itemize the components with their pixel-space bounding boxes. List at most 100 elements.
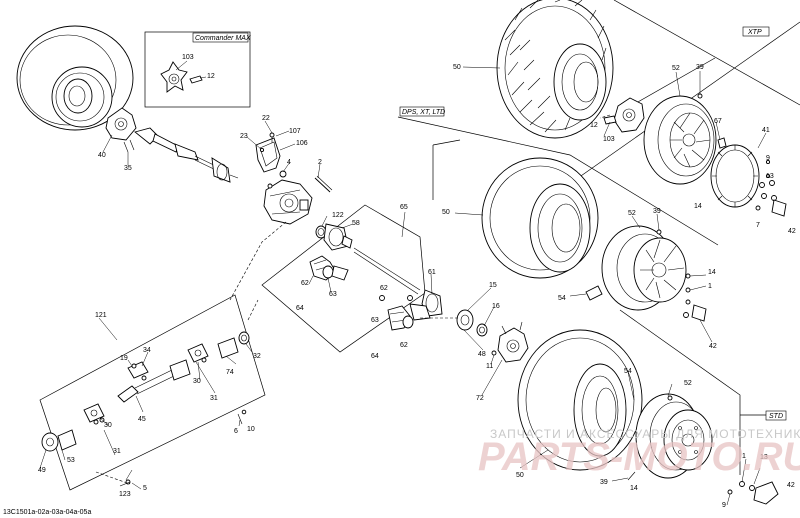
callout-63b: 63: [371, 317, 379, 324]
callout-14c: 14: [630, 485, 638, 492]
tire-std: [517, 329, 643, 471]
callout-labels: 103 12 40 35 23 22 107 106 4 2 65 122 58…: [38, 54, 796, 509]
callout-54a: 54: [558, 295, 566, 302]
rim-dps-52: [585, 225, 707, 322]
callout-12: 12: [207, 73, 215, 80]
drive-shaft-box: [39, 294, 266, 491]
callout-39a: 39: [696, 64, 704, 71]
dps-box-label: DPS, XT, LTD: [402, 109, 445, 116]
callout-30b: 30: [193, 378, 201, 385]
callout-121: 121: [95, 312, 107, 319]
callout-32: 32: [253, 353, 261, 360]
callout-50b: 50: [442, 209, 450, 216]
callout-52a: 52: [672, 65, 680, 72]
callout-53: 53: [67, 457, 75, 464]
callout-15: 15: [489, 282, 497, 289]
callout-54b: 54: [624, 368, 632, 375]
reference-code: 13C1501a-02a-03a-04a-05a: [3, 509, 91, 516]
callout-62b: 62: [380, 285, 388, 292]
tire-xtp: [496, 0, 614, 139]
callout-13b: 13: [760, 454, 768, 461]
callout-19: 19: [120, 355, 128, 362]
callout-42a: 42: [788, 228, 796, 235]
callout-52b: 52: [628, 210, 636, 217]
dashed-links: [95, 114, 611, 485]
callout-62c: 62: [400, 342, 408, 349]
bolt-2: [314, 175, 333, 193]
callout-31a: 31: [210, 395, 218, 402]
callout-50a: 50: [453, 64, 461, 71]
callout-64b: 64: [371, 353, 379, 360]
std-group-frame: STD: [619, 309, 787, 475]
callout-1b: 1: [742, 453, 746, 460]
callout-34: 34: [143, 347, 151, 354]
callout-1: 1: [708, 283, 712, 290]
bearings-15-16: [456, 309, 497, 356]
leader-lines: [39, 60, 767, 506]
std-box-label: STD: [769, 413, 783, 420]
callout-6: 6: [234, 428, 238, 435]
bracket-106: [255, 132, 281, 173]
callout-30a: 30: [104, 422, 112, 429]
callout-62: 62: [301, 280, 309, 287]
differential-4: [263, 170, 313, 225]
callout-23: 23: [240, 133, 248, 140]
commander-max-label: Commander MAX: [195, 35, 251, 42]
callout-13a: 13: [766, 173, 774, 180]
callout-11: 11: [486, 363, 493, 370]
dps-group-frame: DPS, XT, LTD: [397, 106, 719, 246]
callout-39b: 39: [653, 208, 661, 215]
callout-2: 2: [318, 159, 322, 166]
xtp-box-label: XTP: [747, 29, 762, 36]
callout-50c: 50: [516, 472, 524, 479]
commander-max-box: Commander MAX: [144, 31, 251, 108]
callout-72: 72: [476, 395, 484, 402]
callout-63: 63: [329, 291, 337, 298]
callout-4: 4: [287, 159, 291, 166]
callout-31b: 31: [113, 448, 121, 455]
callout-103b: 103: [603, 136, 615, 143]
beadlock-ring-41: [710, 144, 777, 208]
callout-22: 22: [262, 115, 270, 122]
callout-7: 7: [756, 222, 760, 229]
callout-39c: 39: [600, 479, 608, 486]
callout-49: 49: [38, 467, 46, 474]
tire-top-left: [16, 25, 134, 131]
callout-58: 58: [352, 220, 360, 227]
callout-40: 40: [98, 152, 106, 159]
axle-box: [261, 204, 426, 353]
callout-14a: 14: [694, 203, 702, 210]
callout-5: 5: [143, 485, 147, 492]
callout-67: 67: [714, 118, 722, 125]
hub-103-xtp: [603, 97, 645, 133]
callout-52c: 52: [684, 380, 692, 387]
callout-107: 107: [289, 128, 301, 135]
watermark-line1: ЗАПЧАСТИ И АКСЕССУАРЫ ДЛЯ МОТОТЕХНИКИ: [490, 427, 800, 441]
axle-components: [309, 223, 443, 331]
callout-74: 74: [226, 369, 234, 376]
callout-103: 103: [182, 54, 194, 61]
callout-9b: 9: [722, 502, 726, 509]
nut-xtp: [755, 199, 787, 217]
callout-123: 123: [119, 491, 131, 498]
callout-12b: 12: [590, 122, 598, 129]
bolts-35: [123, 139, 135, 153]
callout-42c: 42: [787, 482, 795, 489]
callout-122: 122: [332, 212, 344, 219]
callout-42b: 42: [709, 343, 717, 350]
callout-41: 41: [762, 127, 770, 134]
drive-shaft-121: [41, 331, 250, 452]
callout-45: 45: [138, 416, 146, 423]
watermark-logo: PARTS-MOTO.RU: [478, 435, 800, 479]
hub-40: [105, 107, 137, 141]
callout-14b: 14: [708, 269, 716, 276]
callout-16: 16: [492, 303, 500, 310]
callout-48: 48: [478, 351, 486, 358]
callout-61: 61: [428, 269, 436, 276]
watermark: ЗАПЧАСТИ И АКСЕССУАРЫ ДЛЯ МОТОТЕХНИКИ PA…: [478, 427, 800, 479]
callout-64: 64: [296, 305, 304, 312]
tire-dps: [481, 157, 599, 279]
rim-std-52: [627, 393, 779, 505]
callout-65: 65: [400, 204, 408, 211]
